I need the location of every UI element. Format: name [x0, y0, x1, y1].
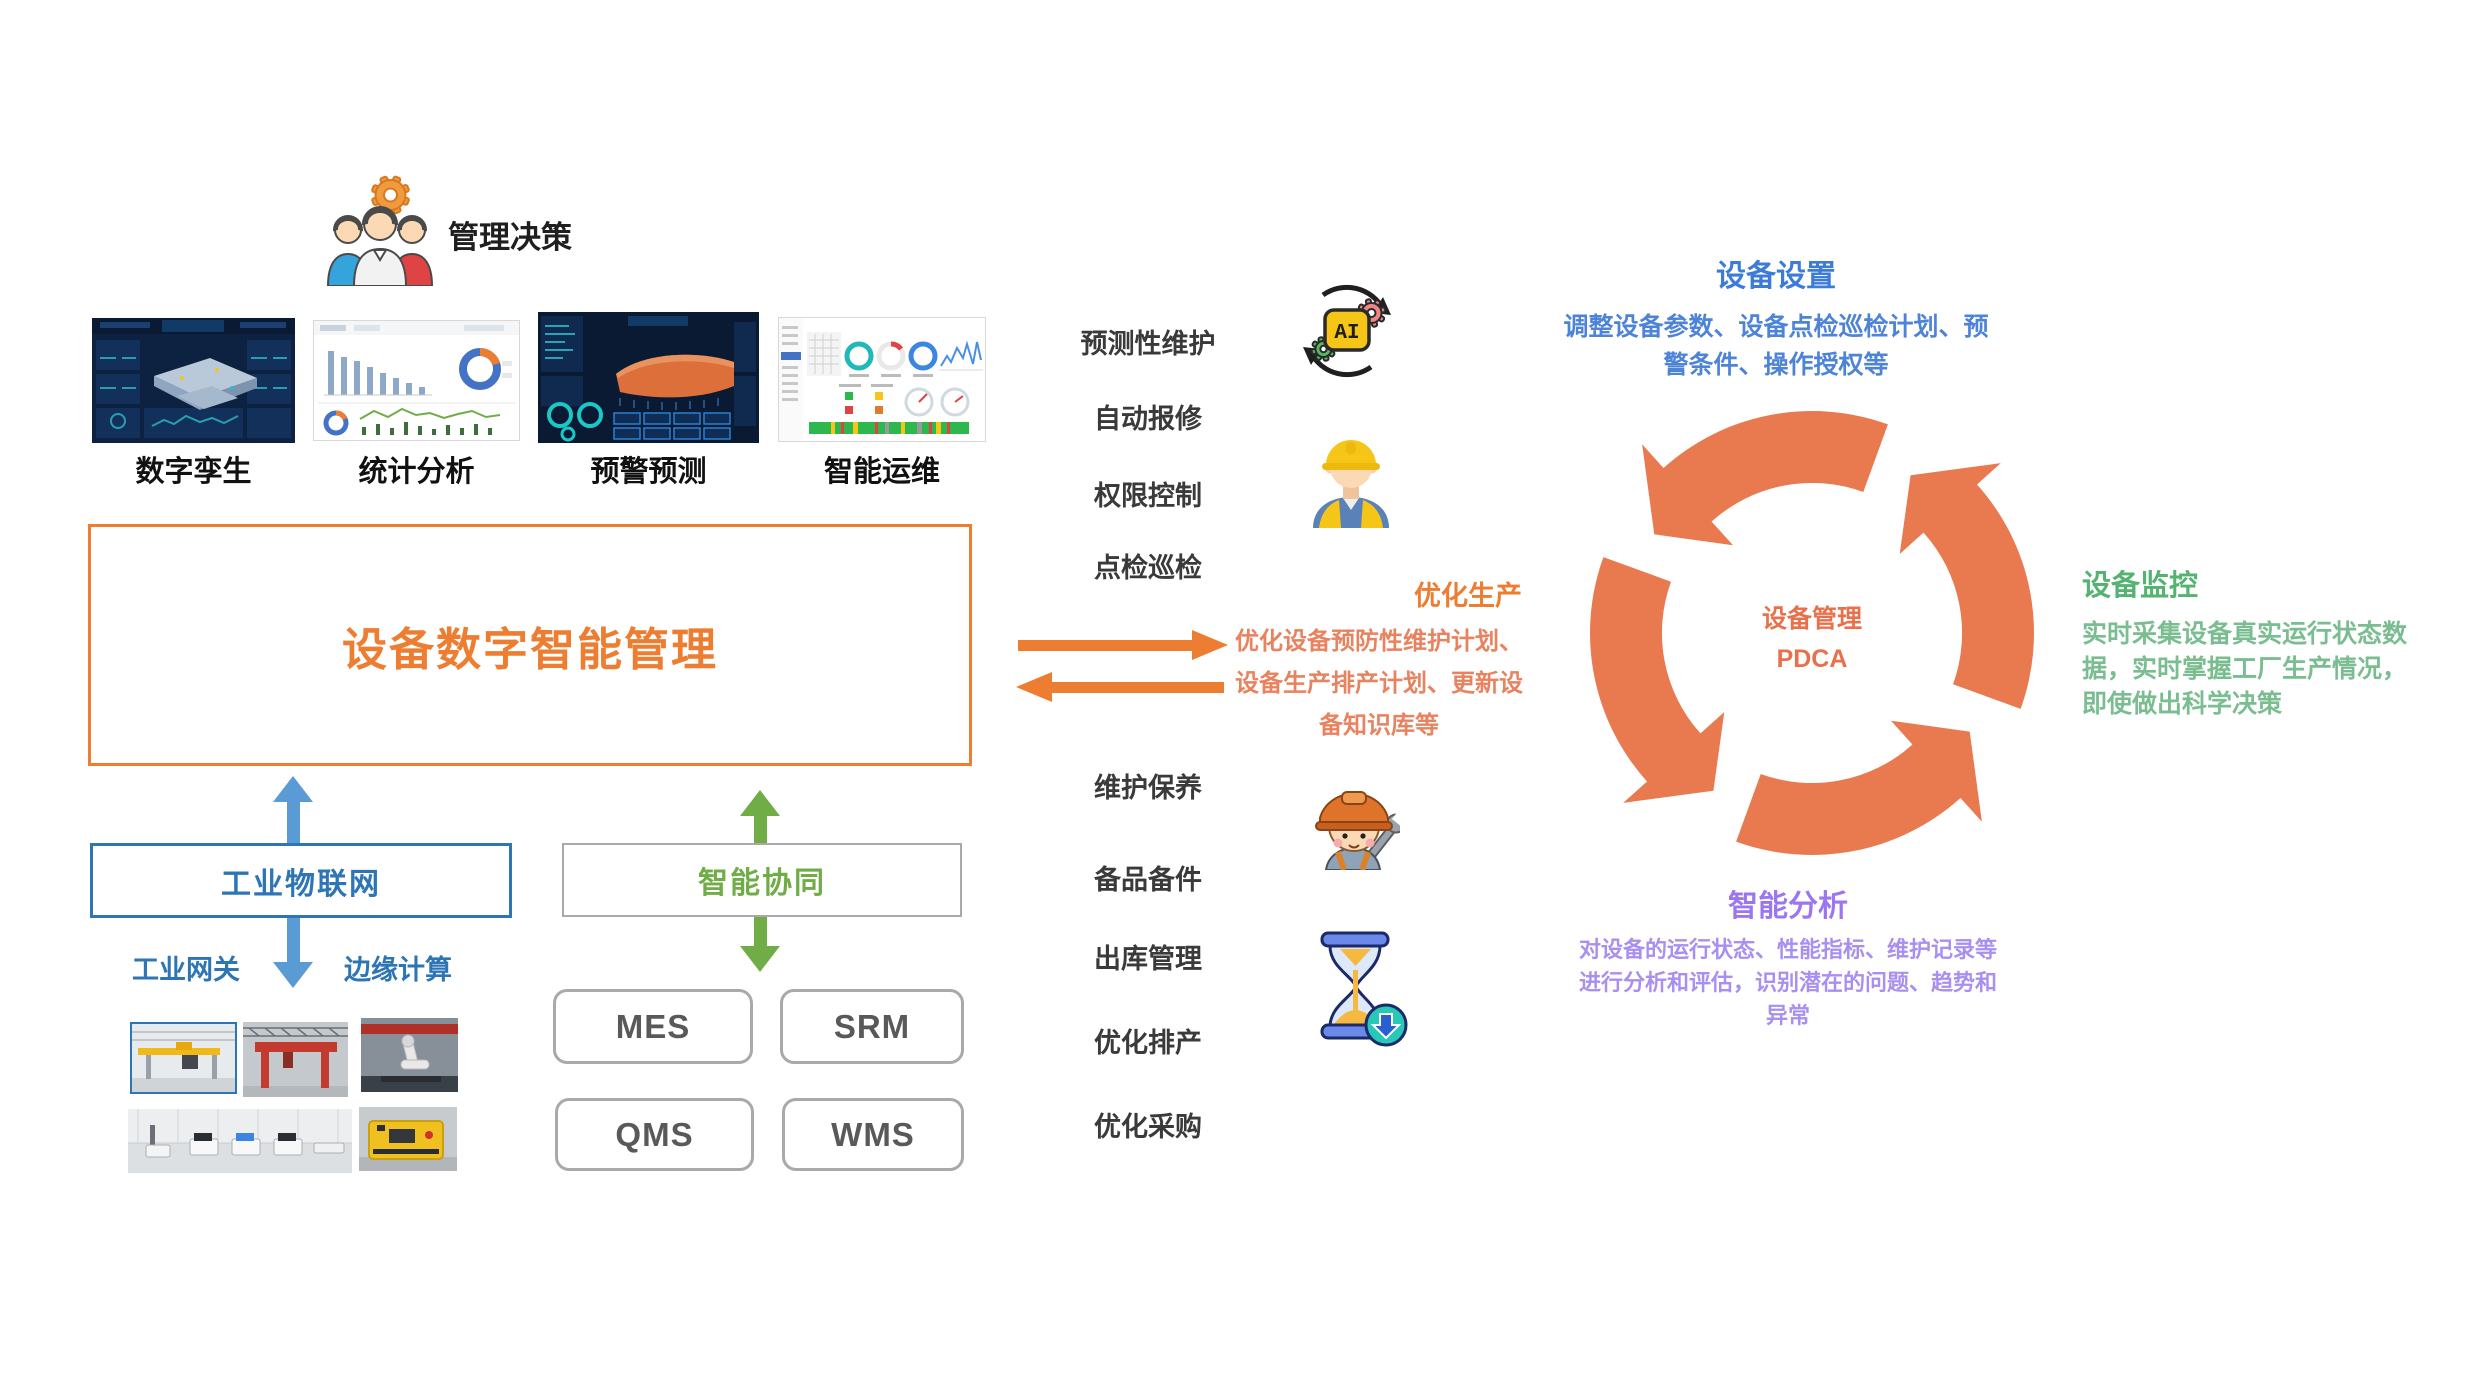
- desc-line: 进行分析和评估，识别潜在的问题、趋势和: [1578, 970, 1997, 995]
- function-item: 优化采购: [1094, 1112, 1202, 1142]
- pdca-center-label: 设备管理 PDCA: [1712, 599, 1912, 679]
- thumbnail-label: 数字孪生: [135, 456, 252, 488]
- pdca-cycle-diagram: [1590, 411, 2034, 855]
- optimize-production-desc: 优化设备预防性维护计划、 设备生产排产计划、更新设 备知识库等: [1104, 621, 1654, 747]
- smart-analysis-desc: 对设备的运行状态、性能指标、维护记录等 进行分析和评估，识别潜在的问题、趋势和 …: [1568, 933, 2008, 1032]
- device-monitor-desc: 实时采集设备真实运行状态数 据，实时掌握工厂生产情况， 即使做出科学决策: [2082, 617, 2427, 722]
- thumbnail-label: 智能运维: [823, 456, 940, 488]
- function-item: 优化排产: [1094, 1028, 1202, 1058]
- system-label: WMS: [831, 1115, 915, 1153]
- desc-line: 警条件、操作授权等: [1663, 351, 1889, 379]
- photo-agv: [359, 1107, 457, 1171]
- thumbnail-maintenance: [778, 317, 986, 442]
- arrow-down-blue: [273, 918, 313, 988]
- desc-line: 异常: [1765, 1003, 1810, 1028]
- mechanic-wrench-icon: [1315, 791, 1400, 870]
- system-label: QMS: [615, 1115, 694, 1153]
- desc-line: 实时采集设备真实运行状态数: [2082, 620, 2408, 648]
- photo-gantry-crane: [243, 1022, 348, 1097]
- device-settings-desc: 调整设备参数、设备点检巡检计划、预 警条件、操作授权等: [1544, 308, 2008, 384]
- people-gear-icon: [326, 175, 434, 286]
- photo-robot-arm: [361, 1018, 458, 1092]
- desc-line: 设备生产排产计划、更新设: [1235, 670, 1523, 697]
- svg-text:AI: AI: [1334, 322, 1359, 345]
- system-box-mes: MES: [553, 989, 753, 1064]
- device-monitor-title: 设备监控: [2082, 570, 2199, 602]
- system-box-srm: SRM: [780, 989, 964, 1064]
- thumbnail-prediction: [538, 312, 759, 443]
- desc-line: 调整设备参数、设备点检巡检计划、预: [1563, 313, 1989, 341]
- arrow-left-orange: [1016, 672, 1224, 702]
- optimize-production-title: 优化生产: [1414, 581, 1522, 611]
- function-item: 点检巡检: [1094, 553, 1202, 583]
- photo-agv-fleet: [128, 1109, 352, 1173]
- desc-line: 备知识库等: [1319, 712, 1439, 739]
- decision-label: 管理决策: [448, 220, 572, 255]
- desc-line: 据，实时掌握工厂生产情况，: [2082, 655, 2408, 683]
- thumbnail-label: 预警预测: [590, 456, 707, 488]
- arrow-up-blue: [273, 776, 313, 843]
- system-box-wms: WMS: [782, 1098, 964, 1171]
- arrow-right-orange: [1018, 630, 1228, 660]
- thumbnail-statistics: [313, 320, 520, 441]
- arrow-up-green: [740, 790, 780, 843]
- thumbnail-label: 统计分析: [358, 456, 475, 488]
- iiot-title: 工业物联网: [221, 867, 381, 901]
- function-item: 预测性维护: [1080, 329, 1216, 359]
- iiot-box: 工业物联网: [90, 843, 512, 918]
- device-settings-title: 设备设置: [1716, 260, 1836, 293]
- worker-helmet-icon: [1313, 440, 1389, 528]
- function-item: 维护保养: [1094, 773, 1202, 803]
- function-item: 权限控制: [1094, 481, 1202, 511]
- function-item: 出库管理: [1094, 944, 1202, 974]
- edge-label: 边缘计算: [344, 955, 452, 985]
- photo-crane: [130, 1022, 237, 1094]
- main-title-box: 设备数字智能管理: [88, 524, 972, 766]
- desc-line: 即使做出科学决策: [2082, 690, 2283, 718]
- collab-box: 智能协同: [562, 843, 962, 917]
- gateway-label: 工业网关: [132, 955, 240, 985]
- system-label: MES: [615, 1007, 691, 1045]
- arrow-down-green: [740, 917, 780, 972]
- function-item: 备品备件: [1094, 865, 1202, 895]
- person-center: [352, 206, 408, 286]
- desc-line: 对设备的运行状态、性能指标、维护记录等: [1578, 937, 1997, 962]
- desc-line: 优化设备预防性维护计划、: [1235, 628, 1523, 655]
- thumbnail-digital-twin: [92, 318, 295, 443]
- collab-title: 智能协同: [698, 867, 826, 900]
- pdca-line2: PDCA: [1776, 645, 1848, 673]
- gear-icon: [371, 175, 410, 215]
- ai-cycle-icon: AI: [1303, 284, 1391, 378]
- main-title: 设备数字智能管理: [341, 623, 718, 675]
- system-box-qms: QMS: [555, 1098, 754, 1171]
- smart-analysis-title: 智能分析: [1728, 890, 1848, 923]
- pdca-line1: 设备管理: [1761, 605, 1862, 633]
- hourglass-download-icon: [1320, 931, 1408, 1047]
- function-item: 自动报修: [1094, 404, 1202, 434]
- system-label: SRM: [833, 1007, 911, 1045]
